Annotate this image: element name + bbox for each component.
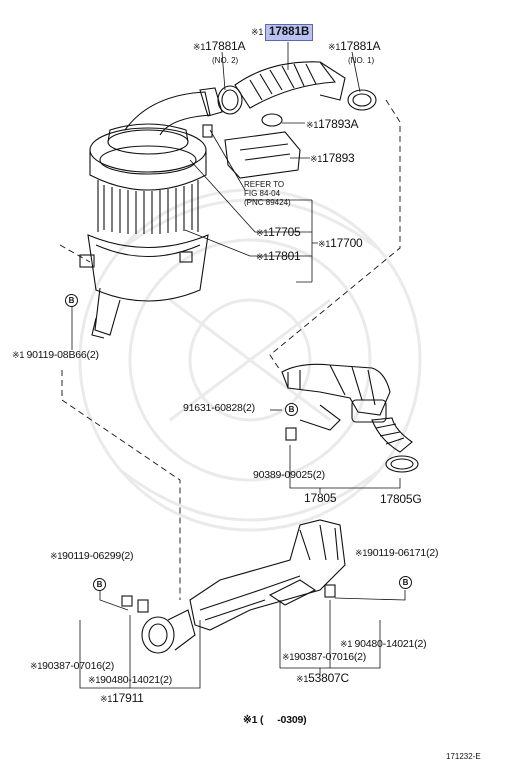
part-90480-14021-left[interactable]: ※190480-14021(2) xyxy=(88,674,173,686)
part-17893a[interactable]: ※117893A xyxy=(306,117,359,131)
duct-17805 xyxy=(281,363,391,423)
part-17700[interactable]: ※117700 xyxy=(318,236,363,250)
part-17881a-no1[interactable]: ※117881A xyxy=(328,39,381,53)
part-90480-14021-right[interactable]: ※1 90480-14021(2) xyxy=(340,638,427,650)
refer-to-line3: (PNC 89424) xyxy=(244,198,291,207)
watermark-logo xyxy=(78,188,422,532)
clamp-no1 xyxy=(347,89,377,111)
part-90387-07016-left[interactable]: ※190387-07016(2) xyxy=(30,660,115,672)
inlet-17911 xyxy=(121,595,196,654)
bracket-17893 xyxy=(224,131,301,179)
part-17911[interactable]: ※117911 xyxy=(100,691,144,705)
leader-lines-upper xyxy=(71,42,361,350)
figure-id: 171232-E xyxy=(446,752,481,761)
footnote: ※1 (-0309) xyxy=(243,714,307,726)
refer-to-line2[interactable]: FIG 84-04 xyxy=(244,189,281,198)
part-17805[interactable]: 17805 xyxy=(304,491,337,505)
dashed-leaders xyxy=(59,99,401,600)
b-circle-lower-right: B xyxy=(399,576,412,589)
b-circle-left: B xyxy=(65,294,78,307)
part-90119-06299[interactable]: ※190119-06299(2) xyxy=(50,550,134,562)
part-53807c[interactable]: ※153807C xyxy=(296,671,349,685)
part-90119-08b66[interactable]: ※1 90119-08B66(2) xyxy=(12,349,99,361)
part-17881a-no1-sub: (NO. 1) xyxy=(348,56,375,65)
part-17893[interactable]: ※117893 xyxy=(310,151,355,165)
part-17881b-highlighted[interactable]: 17881B xyxy=(265,24,314,41)
part-17881a-no2-sub: (NO. 2) xyxy=(212,56,239,65)
hose-17805g xyxy=(371,417,419,473)
duct-53807c xyxy=(189,519,346,631)
clamp-17893a xyxy=(261,113,283,127)
part-17881a-no2[interactable]: ※117881A xyxy=(193,39,246,53)
hose-17881b xyxy=(234,61,346,109)
refer-to-line1: REFER TO xyxy=(244,180,285,189)
part-90119-06171[interactable]: ※190119-06171(2) xyxy=(355,547,439,559)
b-circle-lower-left: B xyxy=(93,578,106,591)
part-17705[interactable]: ※117705 xyxy=(256,225,301,239)
b-circle-middle: B xyxy=(285,403,298,416)
clip-91631 xyxy=(299,404,341,431)
part-90389-09025[interactable]: 90389-09025(2) xyxy=(253,469,325,481)
part-17801[interactable]: ※117801 xyxy=(256,249,301,263)
leader-lines-middle xyxy=(270,409,401,493)
part-90387-07016-right[interactable]: ※190387-07016(2) xyxy=(282,651,367,663)
marker-17881b: ※1 xyxy=(251,27,264,37)
grommet-90389 xyxy=(285,427,297,441)
part-91631-60828[interactable]: 91631-60828(2) xyxy=(183,402,255,414)
part-17805g[interactable]: 17805G xyxy=(380,492,422,506)
leader-lines-lower xyxy=(79,588,406,689)
air-cleaner-assembly xyxy=(79,87,223,339)
clamp-no2 xyxy=(217,85,243,115)
